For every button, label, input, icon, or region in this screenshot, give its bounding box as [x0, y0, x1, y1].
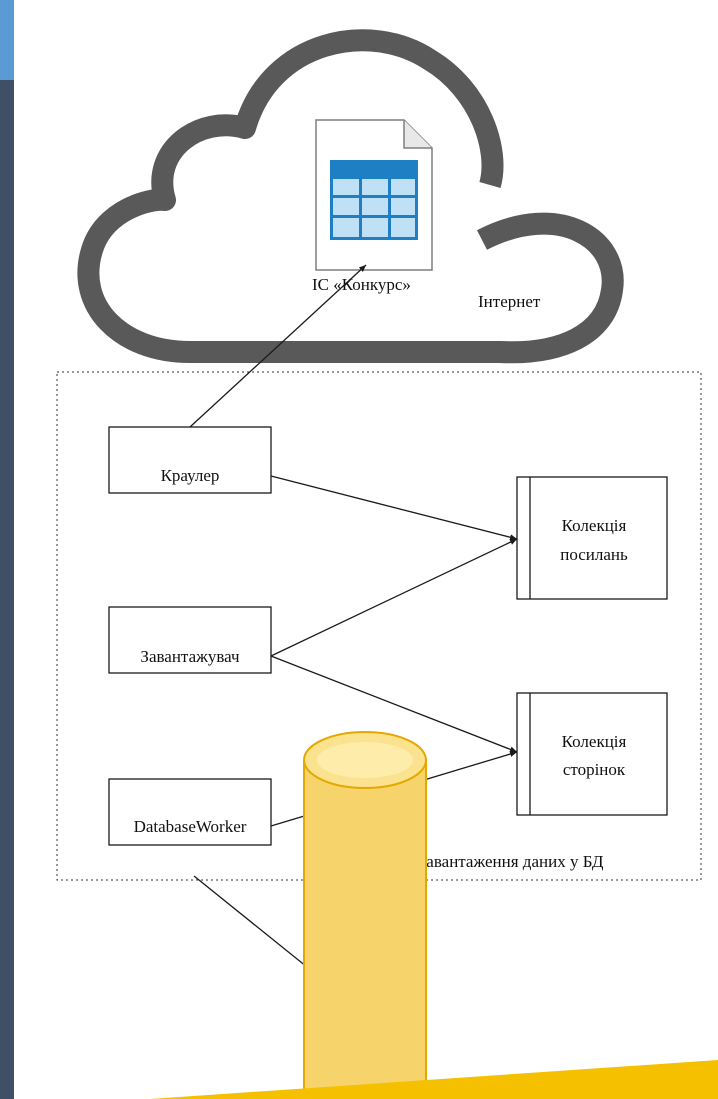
pages-collection-box: Колекція сторінок — [516, 692, 668, 816]
loader-to-pages-arrow — [270, 655, 518, 753]
module-boundary — [56, 371, 702, 881]
slide-yellow-band — [150, 1060, 718, 1099]
loader-to-links-arrow — [270, 538, 518, 657]
loader-box: Завантажувач — [108, 606, 272, 674]
links-collection-title: Колекція — [562, 516, 627, 535]
internet-label: Інтернет — [478, 292, 541, 311]
dbworker-box: DatabaseWorker — [108, 778, 272, 846]
spreadsheet-document-icon — [315, 119, 433, 271]
slide-left-edge — [0, 1060, 14, 1099]
database-cylinder-icon — [303, 731, 427, 1099]
pages-collection-subtitle: сторінок — [563, 760, 626, 779]
system-label: ІС «Конкурс» — [312, 275, 411, 294]
dbworker-label: DatabaseWorker — [134, 817, 247, 836]
crawler-label: Краулер — [161, 466, 220, 485]
pages-collection-title: Колекція — [562, 732, 627, 751]
crawler-to-links-arrow — [270, 475, 518, 541]
crawler-to-system-arrow — [189, 264, 367, 428]
links-collection-box: Колекція посилань — [516, 476, 668, 600]
crawler-box: Краулер — [108, 426, 272, 494]
cloud-icon — [77, 29, 624, 364]
links-collection-subtitle: посилань — [560, 545, 628, 564]
loader-label: Завантажувач — [140, 647, 240, 666]
